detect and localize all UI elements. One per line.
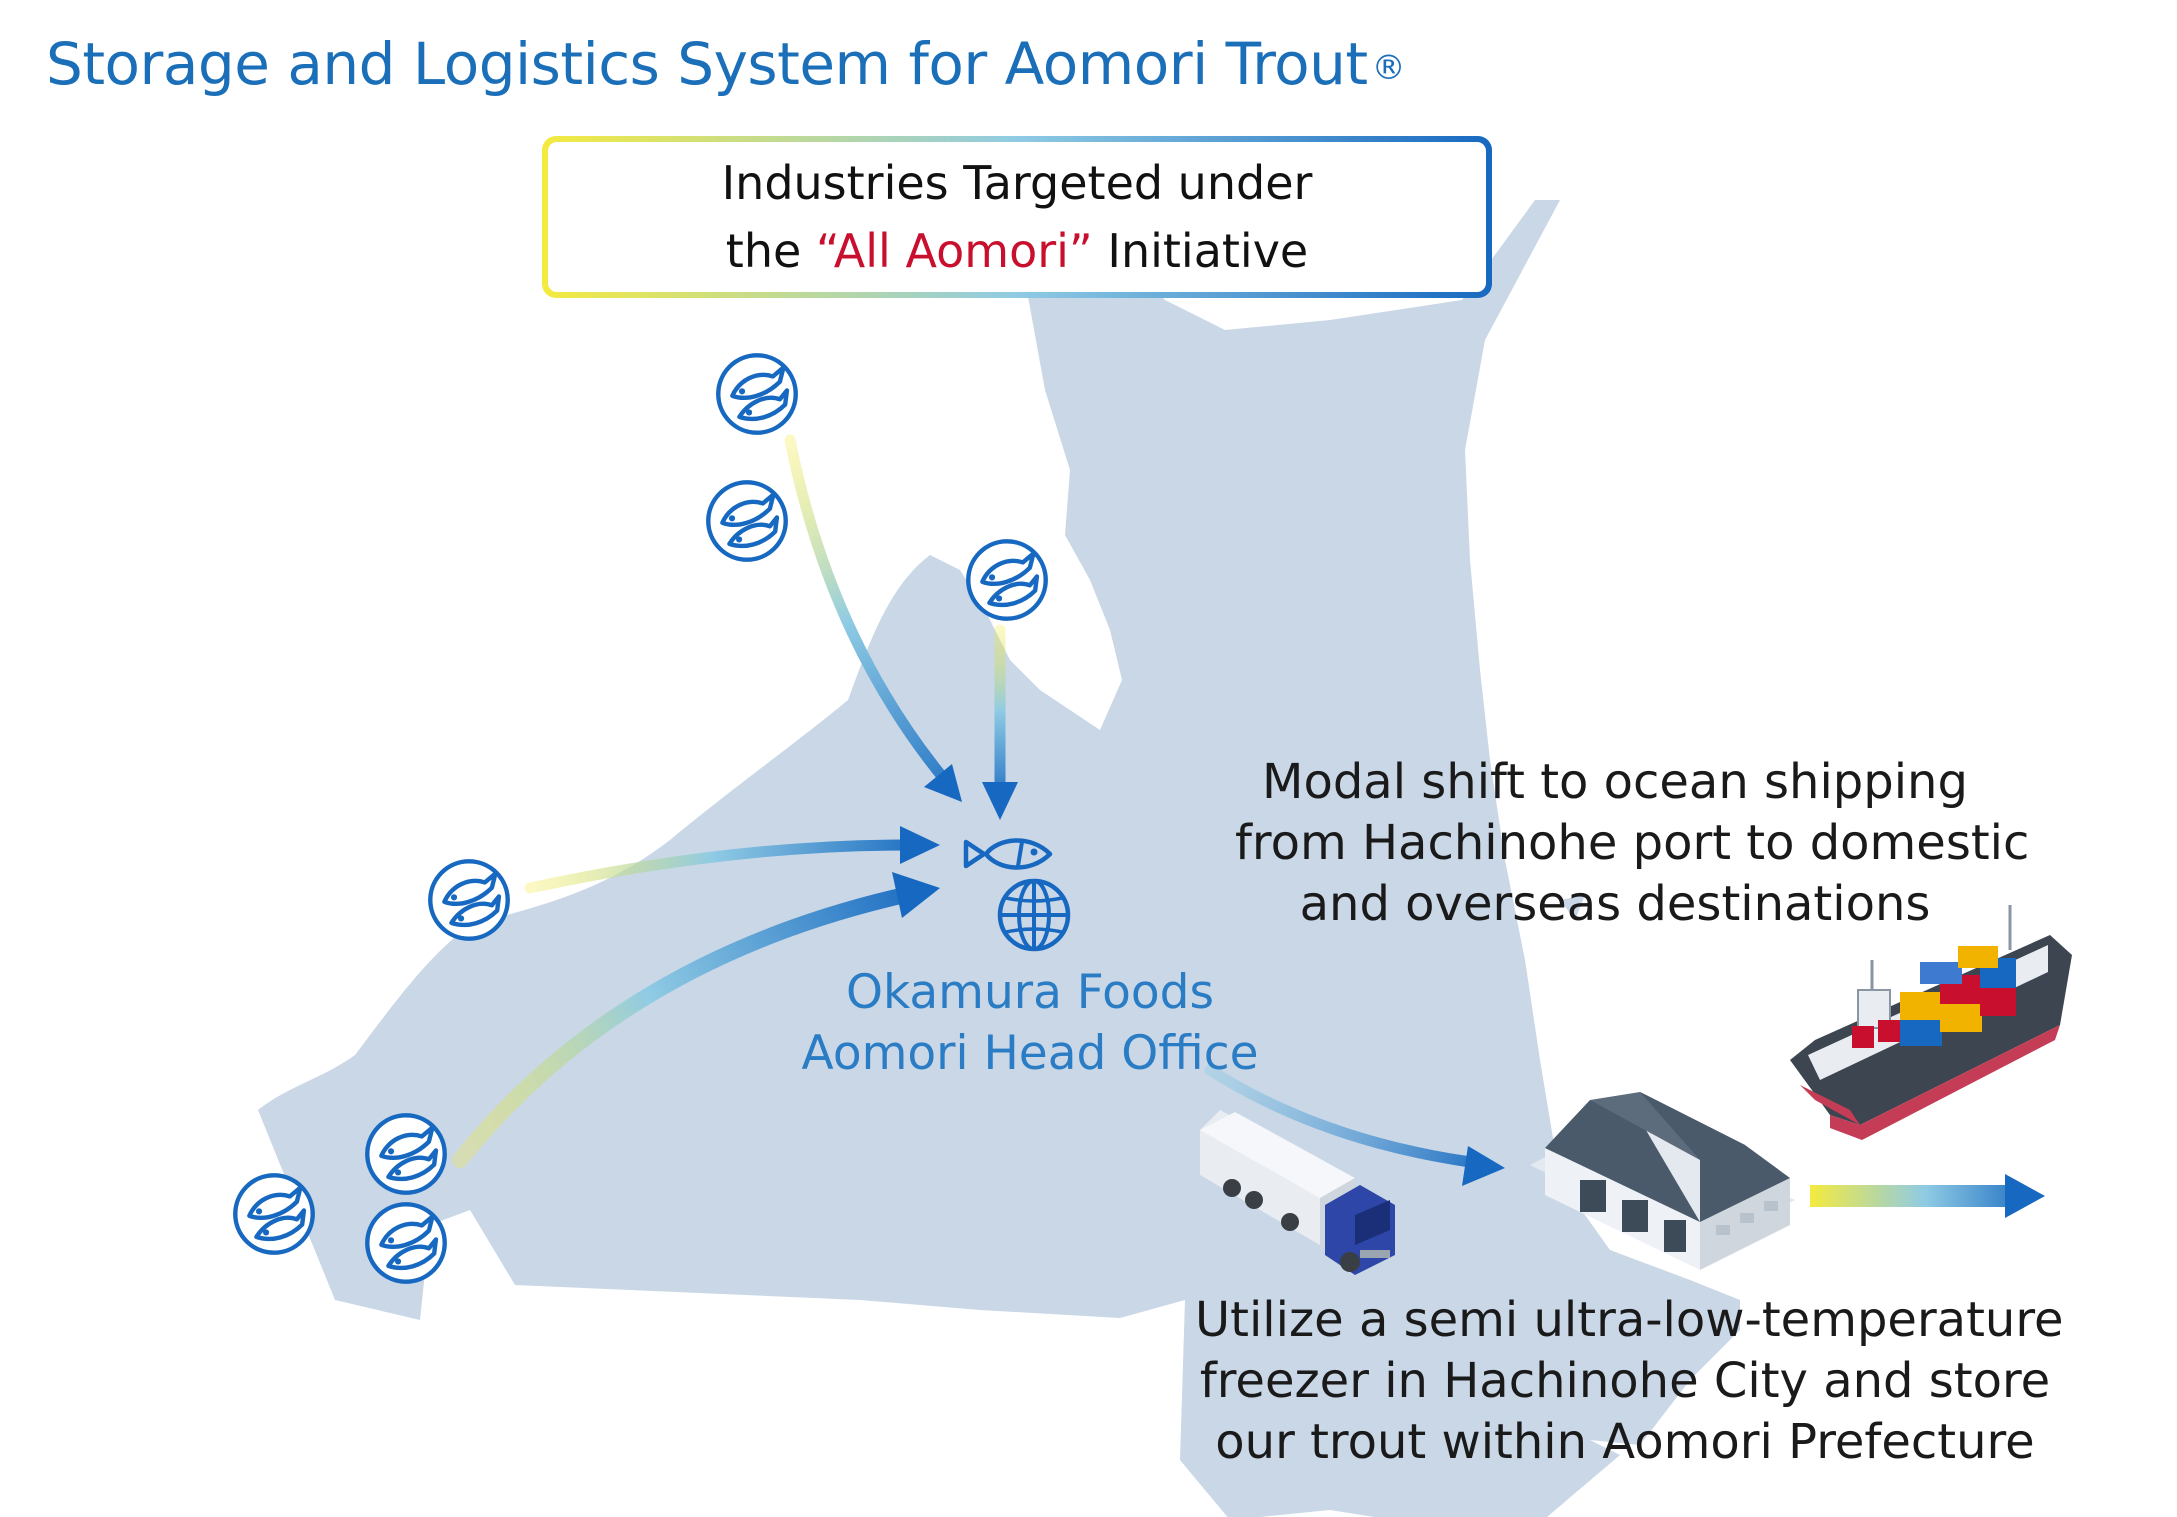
transport-arrow bbox=[1204, 1064, 1476, 1168]
initiative-prefix: the bbox=[725, 224, 816, 278]
shipping-label: Modal shift to ocean shipping from Hachi… bbox=[1235, 752, 2030, 935]
office-line-1: Okamura Foods bbox=[845, 965, 1214, 1020]
initiative-line-1: Industries Targeted under bbox=[721, 156, 1313, 210]
arrow-head bbox=[900, 826, 940, 864]
fish-farm-icon bbox=[235, 1175, 312, 1252]
initiative-suffix: Initiative bbox=[1092, 224, 1309, 278]
head-office-label: Okamura Foods Aomori Head Office bbox=[790, 962, 1270, 1084]
initiative-box: Industries Targeted under the “All Aomor… bbox=[542, 136, 1492, 298]
fish-farm-icon bbox=[708, 482, 785, 559]
fish-farm-icon bbox=[367, 1204, 444, 1281]
initiative-line-2: the “All Aomori” Initiative bbox=[726, 217, 1308, 285]
arrow-head bbox=[892, 872, 940, 918]
freezer-line-2: freezer in Hachinohe City and store bbox=[1199, 1353, 2051, 1409]
supply-arrow bbox=[452, 887, 913, 1168]
fish-farm-icon bbox=[718, 355, 795, 432]
fish-farm-icon bbox=[968, 541, 1045, 618]
container-ship-icon bbox=[1790, 905, 2072, 1140]
warehouse-icon bbox=[1530, 1092, 1795, 1270]
supply-arrow bbox=[524, 839, 911, 894]
fish-farm-icon bbox=[430, 861, 507, 938]
fish-farm-icon bbox=[367, 1115, 444, 1192]
arrow-head bbox=[924, 764, 962, 802]
supply-arrows bbox=[452, 434, 2045, 1218]
truck-icon bbox=[1200, 1110, 1395, 1275]
initiative-content: Industries Targeted under the “All Aomor… bbox=[548, 142, 1486, 292]
page-title: Storage and Logistics System for Aomori … bbox=[46, 30, 1406, 98]
shipping-line-1: Modal shift to ocean shipping bbox=[1262, 754, 1968, 810]
export-arrow bbox=[1810, 1185, 2015, 1207]
arrow-head bbox=[1462, 1146, 1505, 1186]
supply-arrow bbox=[784, 434, 951, 786]
office-line-2: Aomori Head Office bbox=[801, 1026, 1259, 1081]
globe-icon bbox=[997, 878, 1071, 952]
freezer-line-3: our trout within Aomori Prefecture bbox=[1215, 1414, 2035, 1470]
arrow-head bbox=[982, 782, 1018, 820]
initiative-highlight: “All Aomori” bbox=[815, 224, 1093, 278]
arrow-head bbox=[2005, 1174, 2045, 1218]
freezer-line-1: Utilize a semi ultra-low-temperature bbox=[1195, 1292, 2064, 1348]
fish-icon bbox=[963, 838, 1053, 870]
freezer-label: Utilize a semi ultra-low-temperature fre… bbox=[1195, 1290, 2064, 1473]
registered-mark: ® bbox=[1371, 47, 1406, 88]
shipping-line-3: and overseas destinations bbox=[1299, 876, 1931, 932]
title-text: Storage and Logistics System for Aomori … bbox=[46, 30, 1368, 98]
shipping-line-2: from Hachinohe port to domestic bbox=[1235, 815, 2030, 871]
